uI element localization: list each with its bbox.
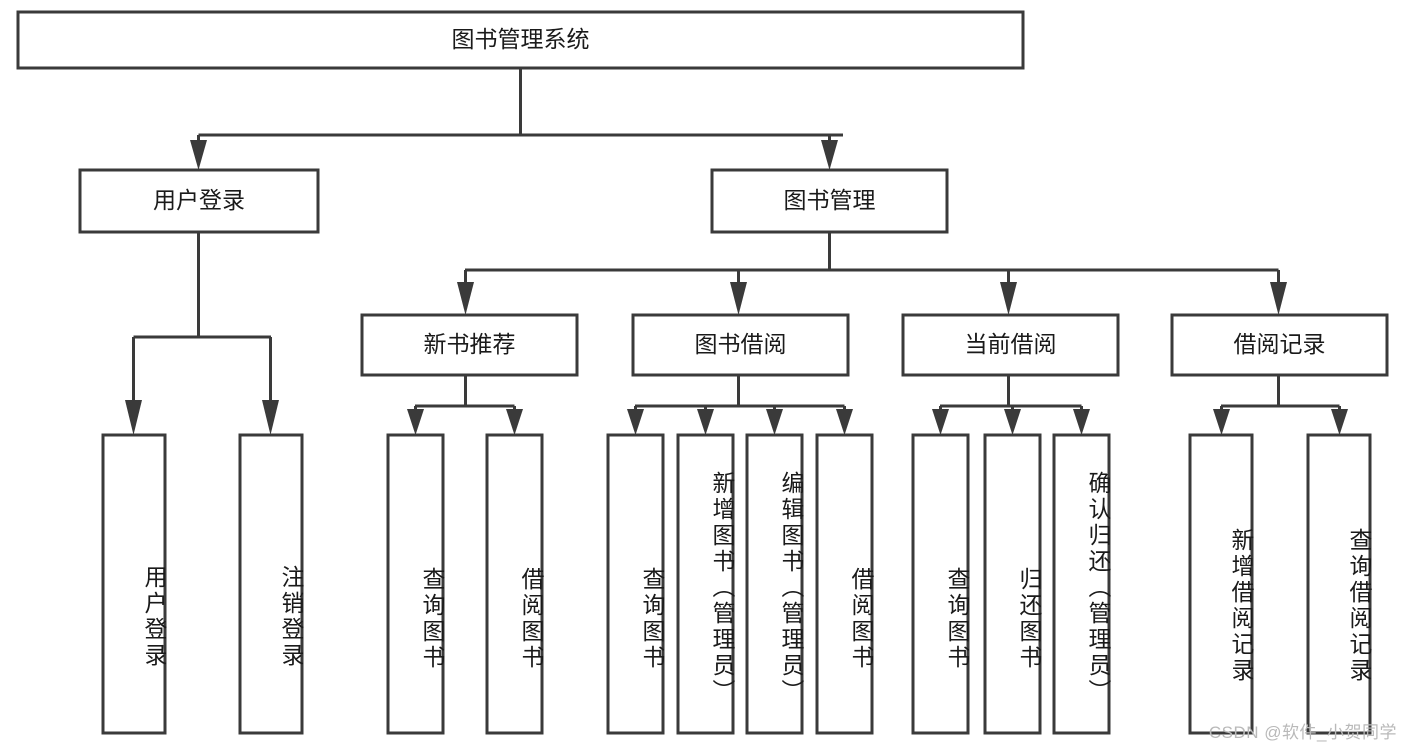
node-root-label: 图书管理系统 bbox=[452, 26, 590, 52]
arrow-head-book-borrow bbox=[730, 282, 747, 315]
node-root[interactable] bbox=[16, 10, 1025, 70]
arrow-head-leaf-add-book bbox=[697, 409, 714, 435]
arrow-head-leaf-return-book bbox=[1004, 409, 1021, 435]
node-current-borrow-label: 当前借阅 bbox=[965, 331, 1057, 357]
arrow-head-book-management bbox=[821, 140, 838, 170]
connector-layer bbox=[125, 68, 1348, 435]
node-user-login[interactable] bbox=[78, 168, 320, 234]
arrow-head-leaf-logout bbox=[262, 400, 279, 435]
node-user-login-label: 用户登录 bbox=[153, 187, 245, 213]
node-book-management-label: 图书管理 bbox=[784, 187, 876, 213]
csdn-watermark: CSDN @软件_小贺同学 bbox=[1208, 723, 1397, 742]
node-current-borrow[interactable] bbox=[901, 313, 1120, 377]
node-leaf-query-record[interactable] bbox=[1306, 433, 1372, 735]
arrow-head-leaf-query-book-2 bbox=[627, 409, 644, 435]
node-book-borrow[interactable] bbox=[631, 313, 850, 377]
node-leaf-query-book-1[interactable] bbox=[386, 433, 445, 735]
arrow-head-user-login bbox=[190, 140, 207, 170]
node-leaf-query-book-2[interactable] bbox=[606, 433, 665, 735]
arrow-head-current-borrow bbox=[1000, 282, 1017, 315]
node-book-management[interactable] bbox=[710, 168, 949, 234]
node-leaf-return-book[interactable] bbox=[983, 433, 1042, 735]
node-leaf-confirm-return[interactable] bbox=[1052, 433, 1111, 735]
node-borrow-record[interactable] bbox=[1170, 313, 1389, 377]
arrow-head-leaf-query-book-3 bbox=[932, 409, 949, 435]
arrow-head-new-book-recommend bbox=[457, 282, 474, 315]
node-borrow-record-label: 借阅记录 bbox=[1234, 331, 1326, 357]
node-leaf-query-book-3[interactable] bbox=[911, 433, 970, 735]
node-new-book-recommend-label: 新书推荐 bbox=[424, 331, 516, 357]
node-leaf-edit-book[interactable] bbox=[745, 433, 804, 735]
arrow-head-leaf-user-login bbox=[125, 400, 142, 435]
arrow-head-leaf-confirm-return bbox=[1073, 409, 1090, 435]
node-leaf-borrow-book-1[interactable] bbox=[485, 433, 544, 735]
node-new-book-recommend[interactable] bbox=[360, 313, 579, 377]
node-book-borrow-label: 图书借阅 bbox=[695, 331, 787, 357]
arrow-head-borrow-record bbox=[1270, 282, 1287, 315]
arrow-head-leaf-query-record bbox=[1331, 409, 1348, 435]
arrow-head-leaf-borrow-book-2 bbox=[836, 409, 853, 435]
arrow-head-leaf-borrow-book-1 bbox=[506, 409, 523, 435]
arrow-head-leaf-query-book-1 bbox=[407, 409, 424, 435]
arrow-head-leaf-edit-book bbox=[766, 409, 783, 435]
arrow-head-leaf-add-record bbox=[1213, 409, 1230, 435]
node-leaf-borrow-book-2[interactable] bbox=[815, 433, 874, 735]
node-layer: 图书管理系统 用户登录 图书管理 新书推荐 图书借阅 当前借阅 借阅记录 bbox=[16, 10, 1389, 735]
node-leaf-add-record[interactable] bbox=[1188, 433, 1254, 735]
node-leaf-user-login[interactable] bbox=[101, 433, 167, 735]
node-leaf-logout[interactable] bbox=[238, 433, 304, 735]
node-leaf-add-book[interactable] bbox=[676, 433, 735, 735]
